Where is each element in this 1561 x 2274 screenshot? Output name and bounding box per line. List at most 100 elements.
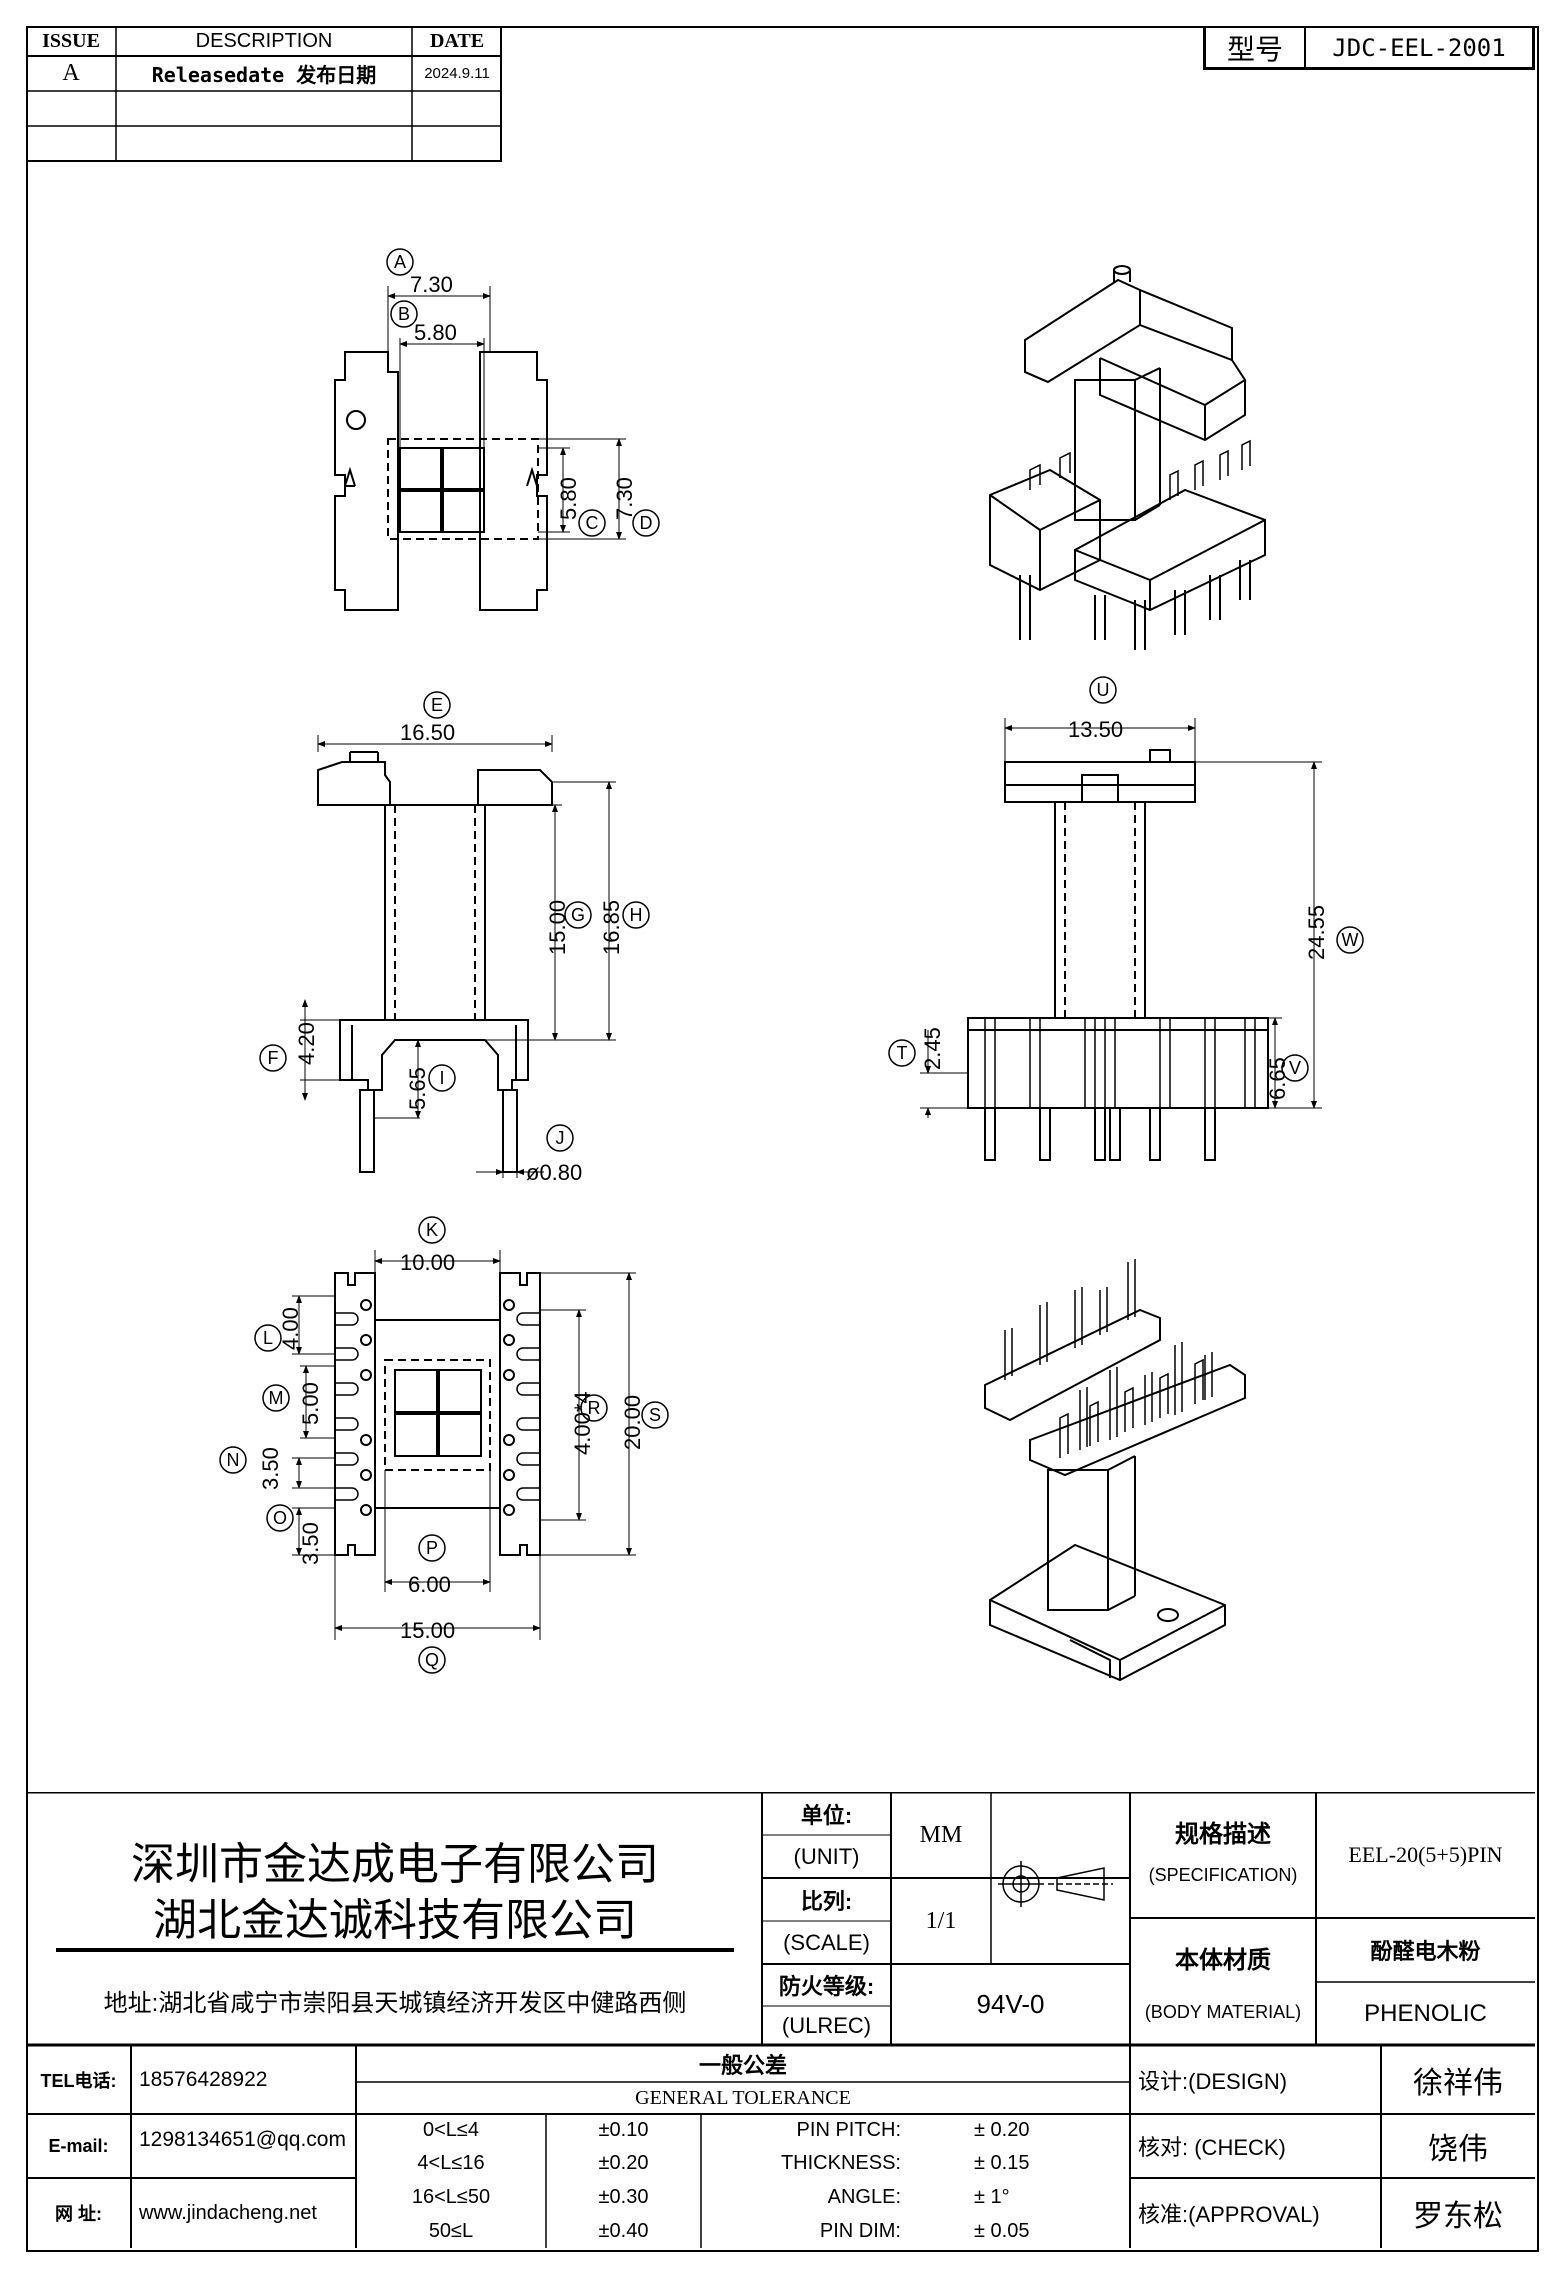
dim-R: 4.00*4	[570, 1391, 595, 1455]
spec-value: EEL-20(5+5)PIN	[1348, 1842, 1503, 1867]
dim-letter-T: T	[897, 1043, 908, 1063]
projection-symbol	[998, 1861, 1113, 1907]
email-label: E-mail:	[48, 2135, 109, 2156]
tolerance-special-4: PIN DIM:	[819, 2219, 901, 2242]
material-label: 本体材质	[1175, 1946, 1271, 1974]
scale-label: 比列:	[800, 1888, 853, 1914]
unit-value: MM	[919, 1821, 963, 1848]
dim-V: 6.65	[1265, 1057, 1290, 1100]
dim-letter-U: U	[1097, 680, 1110, 700]
material-value-cn: 酚醛电木粉	[1370, 1939, 1481, 1964]
dim-D: 7.30	[612, 477, 637, 520]
web-value: www.jindacheng.net	[139, 2201, 317, 2224]
tolerance-value-1: ±0.10	[598, 2119, 649, 2141]
isometric-view-top	[989, 265, 1266, 650]
material-value-en: PHENOLIC	[1364, 1999, 1487, 2027]
dim-C: 5.80	[556, 477, 581, 520]
dim-A: 7.30	[410, 272, 453, 297]
revision-header-description: DESCRIPTION	[195, 29, 333, 52]
isometric-view-bottom	[984, 1259, 1246, 1682]
model-value: JDC-EEL-2001	[1332, 34, 1506, 62]
dim-U: 13.50	[1068, 717, 1123, 742]
tolerance-range-2: 4<L≤16	[417, 2152, 485, 2174]
spec-label: 规格描述	[1175, 1820, 1271, 1848]
title-block: 深圳市金达成电子有限公司 湖北金达诚科技有限公司 地址:湖北省咸宁市崇阳县天城镇…	[26, 1792, 1535, 2248]
tel-label: TEL电话:	[40, 2070, 117, 2091]
model-box: 型号 JDC-EEL-2001	[1203, 26, 1535, 70]
company-address: 地址:湖北省咸宁市崇阳县天城镇经济开发区中健路西侧	[103, 1989, 687, 2017]
design-label: 设计:(DESIGN)	[1138, 2068, 1288, 2094]
spec-label-en: (SPECIFICATION)	[1148, 1864, 1298, 1885]
dim-letter-G: G	[571, 905, 585, 925]
tolerance-special-1: PIN PITCH:	[796, 2119, 901, 2141]
dim-letter-P: P	[426, 1538, 438, 1558]
dim-J: ø0.80	[526, 1160, 582, 1185]
tolerance-range-1: 0<L≤4	[422, 2119, 480, 2141]
dim-letter-H: H	[630, 905, 643, 925]
tolerance-special-value-2: ± 0.15	[974, 2152, 1030, 2174]
web-label: 网 址:	[55, 2204, 102, 2224]
dim-P: 6.00	[408, 1572, 451, 1597]
dim-letter-A: A	[394, 252, 406, 272]
revision-table: ISSUE DESCRIPTION DATE A Releasedate 发布日…	[26, 26, 502, 162]
check-label: 核对: (CHECK)	[1138, 2135, 1286, 2160]
revision-header-issue: ISSUE	[42, 29, 100, 52]
approval-label: 核准:(APPROVAL)	[1138, 2202, 1320, 2227]
dim-Q: 15.00	[400, 1618, 455, 1643]
unit-label-en: (UNIT)	[793, 1843, 860, 1869]
tolerance-special-value-1: ± 0.20	[974, 2119, 1030, 2141]
tolerance-value-2: ±0.20	[598, 2152, 649, 2174]
tolerance-range-3: 16<L≤50	[411, 2185, 491, 2208]
technical-drawings: A B C D E F G H I J U T V W K L M N O P …	[219, 248, 1364, 1682]
designer-name: 徐祥伟	[1413, 2066, 1503, 2100]
dim-letter-E: E	[431, 695, 443, 715]
material-label-en: (BODY MATERIAL)	[1144, 2001, 1302, 2022]
side-view	[920, 718, 1322, 1161]
tolerance-value-3: ±0.30	[598, 2185, 649, 2208]
dim-H: 16.85	[599, 900, 624, 955]
revision-header-date: DATE	[429, 29, 485, 52]
dim-F: 4.20	[294, 1022, 319, 1065]
checker-name: 饶伟	[1428, 2133, 1488, 2166]
dim-letter-B: B	[398, 304, 410, 324]
tolerance-special-value-4: ± 0.05	[974, 2219, 1030, 2242]
dim-L: 4.00	[278, 1307, 303, 1350]
dim-letter-F: F	[268, 1048, 279, 1068]
dim-letter-O: O	[273, 1508, 287, 1528]
revision-description: Releasedate 发布日期	[151, 63, 377, 87]
model-label: 型号	[1206, 28, 1306, 68]
dim-E: 16.50	[400, 720, 455, 745]
dim-letter-J: J	[556, 1128, 565, 1148]
top-view	[334, 286, 626, 611]
dim-G: 15.00	[545, 900, 570, 955]
approver-name: 罗东松	[1413, 2200, 1503, 2233]
dim-letter-S: S	[649, 1405, 661, 1425]
email-value: 1298134651@qq.com	[139, 2128, 346, 2151]
company-name-1: 深圳市金达成电子有限公司	[131, 1840, 659, 1889]
dim-letter-C: C	[586, 513, 599, 533]
ul-value: 94V-0	[976, 1989, 1045, 2019]
dim-letter-D: D	[640, 513, 653, 533]
company-name-2: 湖北金达诚科技有限公司	[153, 1896, 637, 1945]
drawing-frame	[26, 26, 1539, 2252]
dim-letter-Q: Q	[425, 1650, 439, 1670]
dim-W: 24.55	[1304, 905, 1329, 960]
tolerance-title-cn: 一般公差	[698, 2052, 787, 2078]
dim-T: 2.45	[920, 1027, 945, 1070]
dim-letter-K: K	[426, 1220, 438, 1240]
front-view	[300, 735, 616, 1178]
tolerance-value-4: ±0.40	[598, 2219, 649, 2242]
ul-label-en: (ULREC)	[781, 2012, 872, 2038]
tolerance-special-value-3: ± 1°	[974, 2185, 1010, 2208]
dim-letter-M: M	[269, 1388, 284, 1408]
bottom-view	[292, 1250, 636, 1640]
revision-date: 2024.9.11	[424, 65, 490, 82]
dim-letter-V: V	[1289, 1058, 1301, 1078]
dim-letter-N: N	[227, 1450, 240, 1470]
tel-value: 18576428922	[139, 2067, 268, 2091]
dim-N: 3.50	[258, 1447, 283, 1490]
dim-letter-W: W	[1342, 930, 1359, 950]
tolerance-special-3: ANGLE:	[827, 2185, 901, 2208]
tolerance-range-4: 50≤L	[428, 2219, 474, 2242]
tolerance-special-2: THICKNESS:	[780, 2152, 901, 2174]
